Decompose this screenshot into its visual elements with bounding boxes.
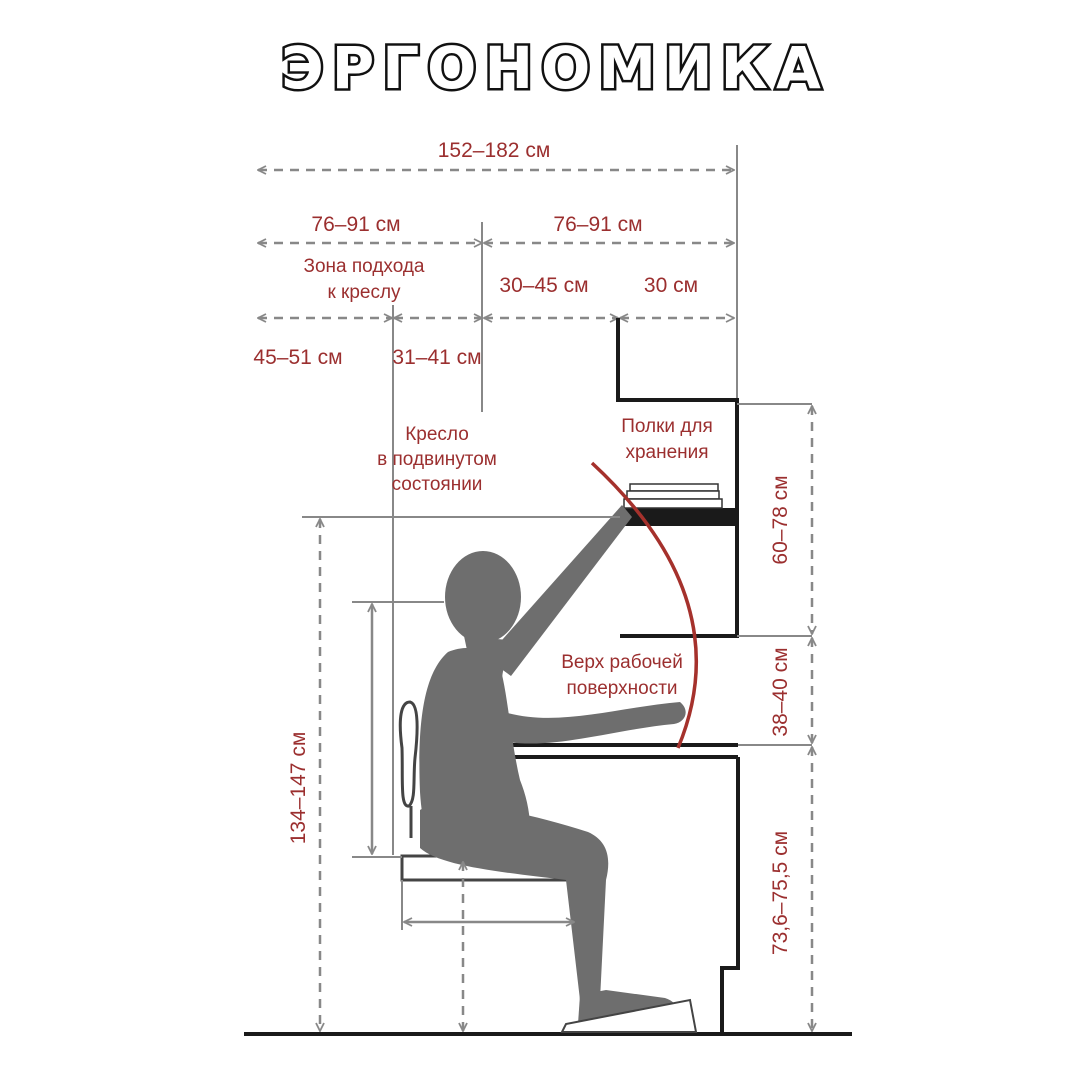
top-dimension-lines	[258, 145, 738, 855]
page-title: ЭРГОНОМИКА	[281, 34, 829, 102]
zone-label-line1: Зона подхода	[304, 256, 425, 277]
vertical-dimension-lines	[302, 406, 812, 1031]
chair-seat-depth-label: 45–51 см	[253, 346, 342, 369]
gap-above-desk-label: 38–40 см	[769, 647, 792, 736]
chair-pushed-in-label: 31–41 см	[392, 346, 481, 369]
right-zone-width-label: 76–91 см	[553, 213, 642, 236]
zone-label-line2: к креслу	[327, 282, 401, 303]
left-zone-width-label: 76–91 см	[311, 213, 400, 236]
desk-height-label: 73,6–75,5 см	[769, 831, 792, 955]
desk-depth-front-label: 30–45 см	[499, 274, 588, 297]
books-stack	[629, 483, 719, 492]
shelves-label-line1: Полки для	[621, 416, 713, 437]
desk-label-line2: поверхности	[566, 678, 677, 699]
chair-label-line2: в подвинутом	[377, 449, 497, 470]
reach-height-label: 134–147 см	[287, 732, 310, 845]
shelf-height-label: 60–78 см	[769, 475, 792, 564]
seated-person	[419, 505, 698, 1033]
shelves-label-line2: хранения	[625, 442, 708, 463]
chair-label-line3: состоянии	[392, 474, 483, 495]
chair-label-line1: Кресло	[405, 424, 469, 445]
desk	[486, 635, 812, 1034]
shelf-depth-label: 30 см	[644, 274, 698, 297]
reach-arc	[590, 461, 698, 749]
shelving-unit	[616, 318, 812, 638]
total-width-label: 152–182 см	[438, 139, 551, 162]
desk-label-line1: Верх рабочей	[561, 652, 683, 673]
